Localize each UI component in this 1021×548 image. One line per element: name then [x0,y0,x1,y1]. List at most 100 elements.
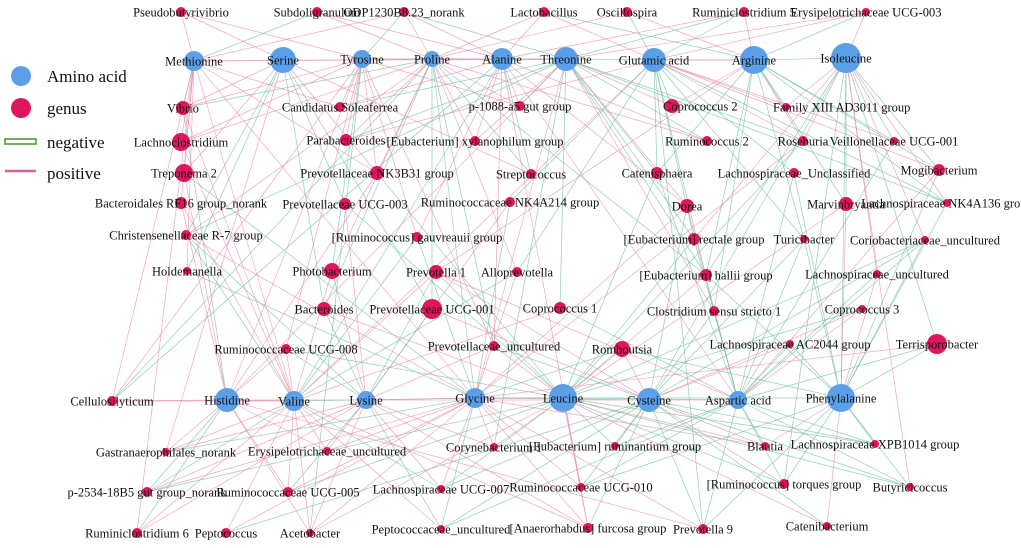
amino-acid-label-leucine: Leucine [543,392,584,406]
edge-positive [309,397,564,534]
amino-acid-label-cysteine: Cysteine [627,394,671,408]
edge-negative [648,399,828,527]
genus-node-butyricicoccus [906,483,914,491]
genus-label-butyricicoccus: Butyricicoccus [873,481,948,495]
genus-node-erysipelotrichaceae-ucg-003 [862,8,870,16]
genus-label-gastranaerophilales-norank: Gastranaerophilales_norank [96,446,237,460]
genus-label-coprococcus-2: Coprococcus 2 [663,100,738,114]
amino-acid-node-tyrosine [353,50,371,68]
edge-positive [474,397,582,488]
genus-node-coriobacteriaceae-uncultured [921,236,929,244]
genus-node-christensenellaceae-r-7-group [181,230,191,240]
genus-node-veillonellaceae-ucg-001 [890,137,898,145]
amino-acid-node-isoleucine [831,43,861,73]
edge-negative [840,239,926,399]
edge-negative [293,236,418,402]
edge-positive [474,140,804,399]
edge-positive [146,399,367,493]
edge-positive [226,348,287,401]
edge-positive [180,202,295,402]
edge-positive [225,400,295,534]
genus-node-ruminococcaceae-nk4a214-group [505,197,515,207]
genus-node-family-xiii-ad3011-group [782,103,790,111]
edge-positive [111,58,363,402]
genus-node-ruminiclostridium-5 [739,7,749,17]
edge-negative [737,273,878,401]
edge-negative [331,58,363,272]
edge-positive [185,58,433,236]
genus-node-erysipelotrichaceae-uncultured [323,447,331,455]
edge-negative [653,59,795,174]
edge-negative [565,58,708,142]
amino-acid-node-glycine [465,388,485,408]
edge-positive [183,59,284,174]
genus-label-photobacterium: Photobacterium [292,265,371,279]
edge-positive [361,58,495,347]
genus-label-candidatus-soleaferrea: Candidatus Soleaferrea [282,101,399,115]
edge-positive [226,399,328,452]
edge-positive [365,399,442,490]
edge-positive [501,11,745,60]
edge-negative [580,397,842,488]
genus-label-parabacteroides: Parabacteroides [306,134,385,148]
edge-positive [474,343,938,399]
genus-label-prevotella-1: Prevotella 1 [406,266,466,280]
genus-label-peptococcaceae-uncultured: Peptococcaceae_uncultured [372,523,512,537]
edge-positive [226,172,378,401]
edge-positive [331,58,433,272]
edge-negative [376,172,564,399]
genus-node-oscillospira [622,7,632,17]
edge-positive [648,308,863,401]
edge-negative [323,58,433,310]
genus-label-lachnospiraceae-ac2044-group: Lachnospiraceae AC2044 group [709,338,870,352]
edge-negative [653,59,948,204]
genus-label-acetobacter: Acetobacter [280,527,341,541]
edge-positive [562,203,847,399]
edge-positive [431,58,476,142]
genus-label-anaerorhabdus-furcosa-group: [Anaerorhabdus] furcosa group [510,522,667,536]
genus-label-eubacterium-xylanophilum-group: [Eubacterium] xylanophilum group [386,135,563,149]
genus-node-lachnospiraceae-ucg-007 [437,485,445,493]
edge-positive [226,58,567,401]
edge-positive [180,58,363,143]
amino-acid-label-methionine: Methionine [165,55,223,69]
edge-negative [365,308,433,401]
genus-label-pseudobutyrivibrio: Pseudobutyrivibrio [133,6,229,20]
edge-positive [626,11,755,61]
edge-negative [653,59,704,530]
edge-positive [840,273,878,399]
genus-label-oscillospira: Oscillospira [597,6,658,20]
amino-acid-node-proline [424,51,440,67]
edge-negative [440,399,650,530]
edge-positive [287,397,476,493]
edge-positive [136,400,295,534]
edge-negative [186,59,284,272]
amino-acid-node-methionine [184,51,204,71]
edge-negative [614,399,739,447]
genus-node-prevotellaceae-ucg-003 [339,198,351,210]
edge-positive [180,60,195,143]
genus-label-veillonellaceae-ucg-001: Veillonellaceae UCG-001 [830,135,959,149]
edge-positive [565,58,673,107]
edge-positive [501,58,589,529]
genus-label-prevotellaceae-uncultured: Prevotellaceae_uncultured [428,340,561,354]
edge-positive [653,59,804,142]
genus-label-coprococcus-3: Coprococcus 3 [825,303,900,317]
edge-negative [323,308,367,401]
edge-negative [840,57,847,399]
genus-node-p-2534-18b5-gut-group-norank [142,487,152,497]
genus-label-ruminococcaceae-ucg-005: Ruminococcaceae UCG-005 [216,486,359,500]
edge-negative [416,236,476,399]
edge-negative [501,58,532,175]
edge-positive [185,234,476,399]
legend-amino-acid-marker [11,66,31,86]
edge-negative [753,57,847,61]
legend-genus-label: genus [47,99,87,118]
genus-label-romboutsia: Romboutsia [592,343,653,357]
edge-positive [193,60,378,174]
edge-positive [326,399,367,452]
genus-label-bacteroidales-rf16-group-norank: Bacteroidales RF16 group_norank [95,197,268,211]
edge-positive [653,59,895,142]
genus-label-catenibacterium: Catenibacterium [786,520,869,534]
edge-negative [440,399,739,530]
